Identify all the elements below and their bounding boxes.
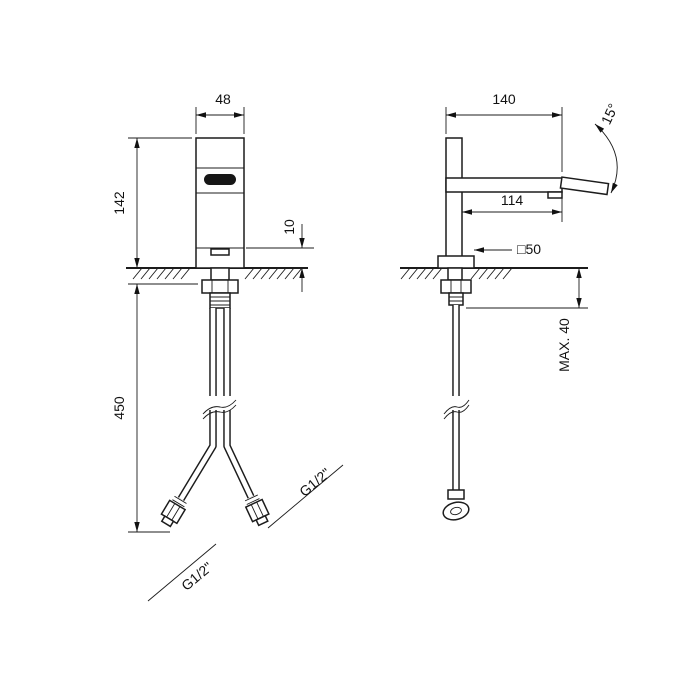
threaded-shank-front xyxy=(209,292,231,309)
threaded-shank-side xyxy=(448,292,464,306)
leader-thread-right xyxy=(267,464,344,529)
dim-angle-label: 15° xyxy=(598,101,621,127)
lever-handle-side xyxy=(559,176,610,196)
hatch-front-right xyxy=(244,267,303,280)
hatch-side-right xyxy=(470,267,513,280)
hose-fitting-side xyxy=(447,489,465,500)
thread-right-label: G1/2" xyxy=(296,465,333,500)
thread-bottom-label: G1/2" xyxy=(178,559,215,594)
leader-thread-bottom xyxy=(147,543,217,602)
aerator-front xyxy=(210,248,230,256)
dim-spout-height-label: 10 xyxy=(281,219,297,235)
dim-base-label: □50 xyxy=(517,241,541,257)
dim-max-counter-label: MAX. 40 xyxy=(556,318,572,372)
shank-side xyxy=(447,267,463,281)
hose-break-front xyxy=(202,399,237,415)
front-view: 48 142 10 450 G1/2" G1/2" xyxy=(111,91,344,602)
handle-slot xyxy=(204,174,236,185)
aerator-side xyxy=(547,191,563,199)
side-view: 140 15° 114 □50 MAX. 40 xyxy=(400,91,621,521)
dim-hose-length-label: 450 xyxy=(111,396,127,420)
hose-break-side xyxy=(443,399,470,415)
spout-side xyxy=(445,177,563,193)
dim-width-label: 48 xyxy=(215,91,231,107)
shank-front xyxy=(210,267,230,281)
mounting-nut-front xyxy=(201,279,239,294)
dim-reach-label: 114 xyxy=(501,192,524,208)
hose-nut-side xyxy=(442,501,470,521)
hatch-front-left xyxy=(132,267,191,280)
hose-fitting-right xyxy=(244,494,270,527)
faucet-body-side xyxy=(445,137,463,269)
dim-height-label: 142 xyxy=(111,191,127,215)
hose-fitting-left xyxy=(160,495,187,528)
dim-depth-label: 140 xyxy=(492,91,516,107)
faucet-base-side xyxy=(437,255,475,269)
mounting-nut-side xyxy=(440,279,472,294)
angle-arc xyxy=(594,123,618,194)
hatch-side-left xyxy=(400,267,443,280)
